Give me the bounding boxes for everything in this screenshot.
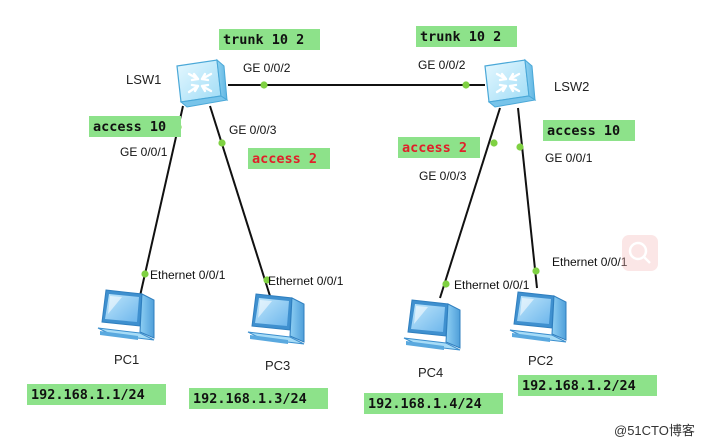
port-dot [462, 81, 470, 89]
ip-background [27, 384, 166, 405]
tag-background [543, 120, 635, 141]
port-label: Ethernet 0/0/1 [150, 268, 226, 282]
pc-label: PC3 [265, 358, 290, 373]
switch-icon [175, 58, 229, 109]
pc-pc3[interactable]: PC3 [247, 293, 305, 373]
port-labels: GE 0/0/2 GE 0/0/2 GE 0/0/1 GE 0/0/3 GE 0… [120, 58, 628, 292]
port-dot [490, 139, 498, 147]
port-dot [263, 276, 271, 284]
pc-label: PC2 [528, 353, 553, 368]
port-dot [516, 143, 524, 151]
switch-icon [483, 58, 537, 109]
switch-lsw2[interactable]: LSW2 [483, 58, 589, 109]
pc-ip: 192.168.1.1/24 [31, 387, 145, 403]
vlan-tag: trunk 10 2 [223, 32, 304, 48]
port-dot [260, 81, 268, 89]
pc-icon [97, 289, 155, 341]
link-lsw2-pc4[interactable] [439, 107, 501, 299]
port-label: GE 0/0/1 [120, 145, 168, 159]
switch-lsw1[interactable]: LSW1 [126, 58, 229, 109]
vlan-tags: trunk 10 2 trunk 10 2 access 10 access 2… [89, 26, 635, 169]
ip-background [189, 388, 328, 409]
link-lsw1-pc3[interactable] [209, 105, 271, 297]
tag-background [398, 137, 480, 158]
vlan-tag: access 2 [252, 151, 317, 167]
port-dot [218, 139, 226, 147]
vlan-tag: access 10 [93, 119, 166, 135]
pc-ip: 192.168.1.2/24 [522, 378, 636, 394]
ip-labels: 192.168.1.1/24 192.168.1.3/24 192.168.1.… [27, 375, 657, 414]
vlan-tag: access 10 [547, 123, 620, 139]
vlan-tag: trunk 10 2 [420, 29, 501, 45]
tag-background [219, 29, 320, 50]
pc-pc4[interactable]: PC4 [403, 299, 461, 380]
pc-label: PC4 [418, 365, 443, 380]
port-label: GE 0/0/1 [545, 151, 593, 165]
tag-background [248, 148, 330, 169]
port-dot [442, 280, 450, 288]
port-label: GE 0/0/3 [419, 169, 467, 183]
links [139, 84, 538, 299]
switch-label: LSW1 [126, 72, 161, 87]
pc-icon [509, 291, 567, 343]
port-label: Ethernet 0/0/1 [268, 274, 344, 288]
port-dots [141, 81, 540, 288]
ip-background [364, 393, 503, 414]
port-dot [141, 270, 149, 278]
port-label: GE 0/0/2 [243, 61, 291, 75]
port-dot [532, 267, 540, 275]
port-label: Ethernet 0/0/1 [454, 278, 530, 292]
ip-background [518, 375, 657, 396]
switch-label: LSW2 [554, 79, 589, 94]
pc-pc2[interactable]: PC2 [509, 291, 567, 368]
tag-background [89, 116, 181, 137]
port-label: GE 0/0/3 [229, 123, 277, 137]
pc-pc1[interactable]: PC1 [97, 289, 155, 367]
tag-background [416, 26, 517, 47]
port-label: Ethernet 0/0/1 [552, 255, 628, 269]
link-lsw1-pc1[interactable] [139, 105, 184, 297]
magnifier-icon [622, 235, 658, 271]
port-label: GE 0/0/2 [418, 58, 466, 72]
link-lsw2-pc2[interactable] [517, 107, 538, 289]
pc-ip: 192.168.1.4/24 [368, 396, 482, 412]
pc-icon [247, 293, 305, 345]
pc-label: PC1 [114, 352, 139, 367]
pc-ip: 192.168.1.3/24 [193, 391, 307, 407]
vlan-tag: access 2 [402, 140, 467, 156]
watermark: @51CTO博客 [614, 423, 695, 438]
pc-icon [403, 299, 461, 351]
